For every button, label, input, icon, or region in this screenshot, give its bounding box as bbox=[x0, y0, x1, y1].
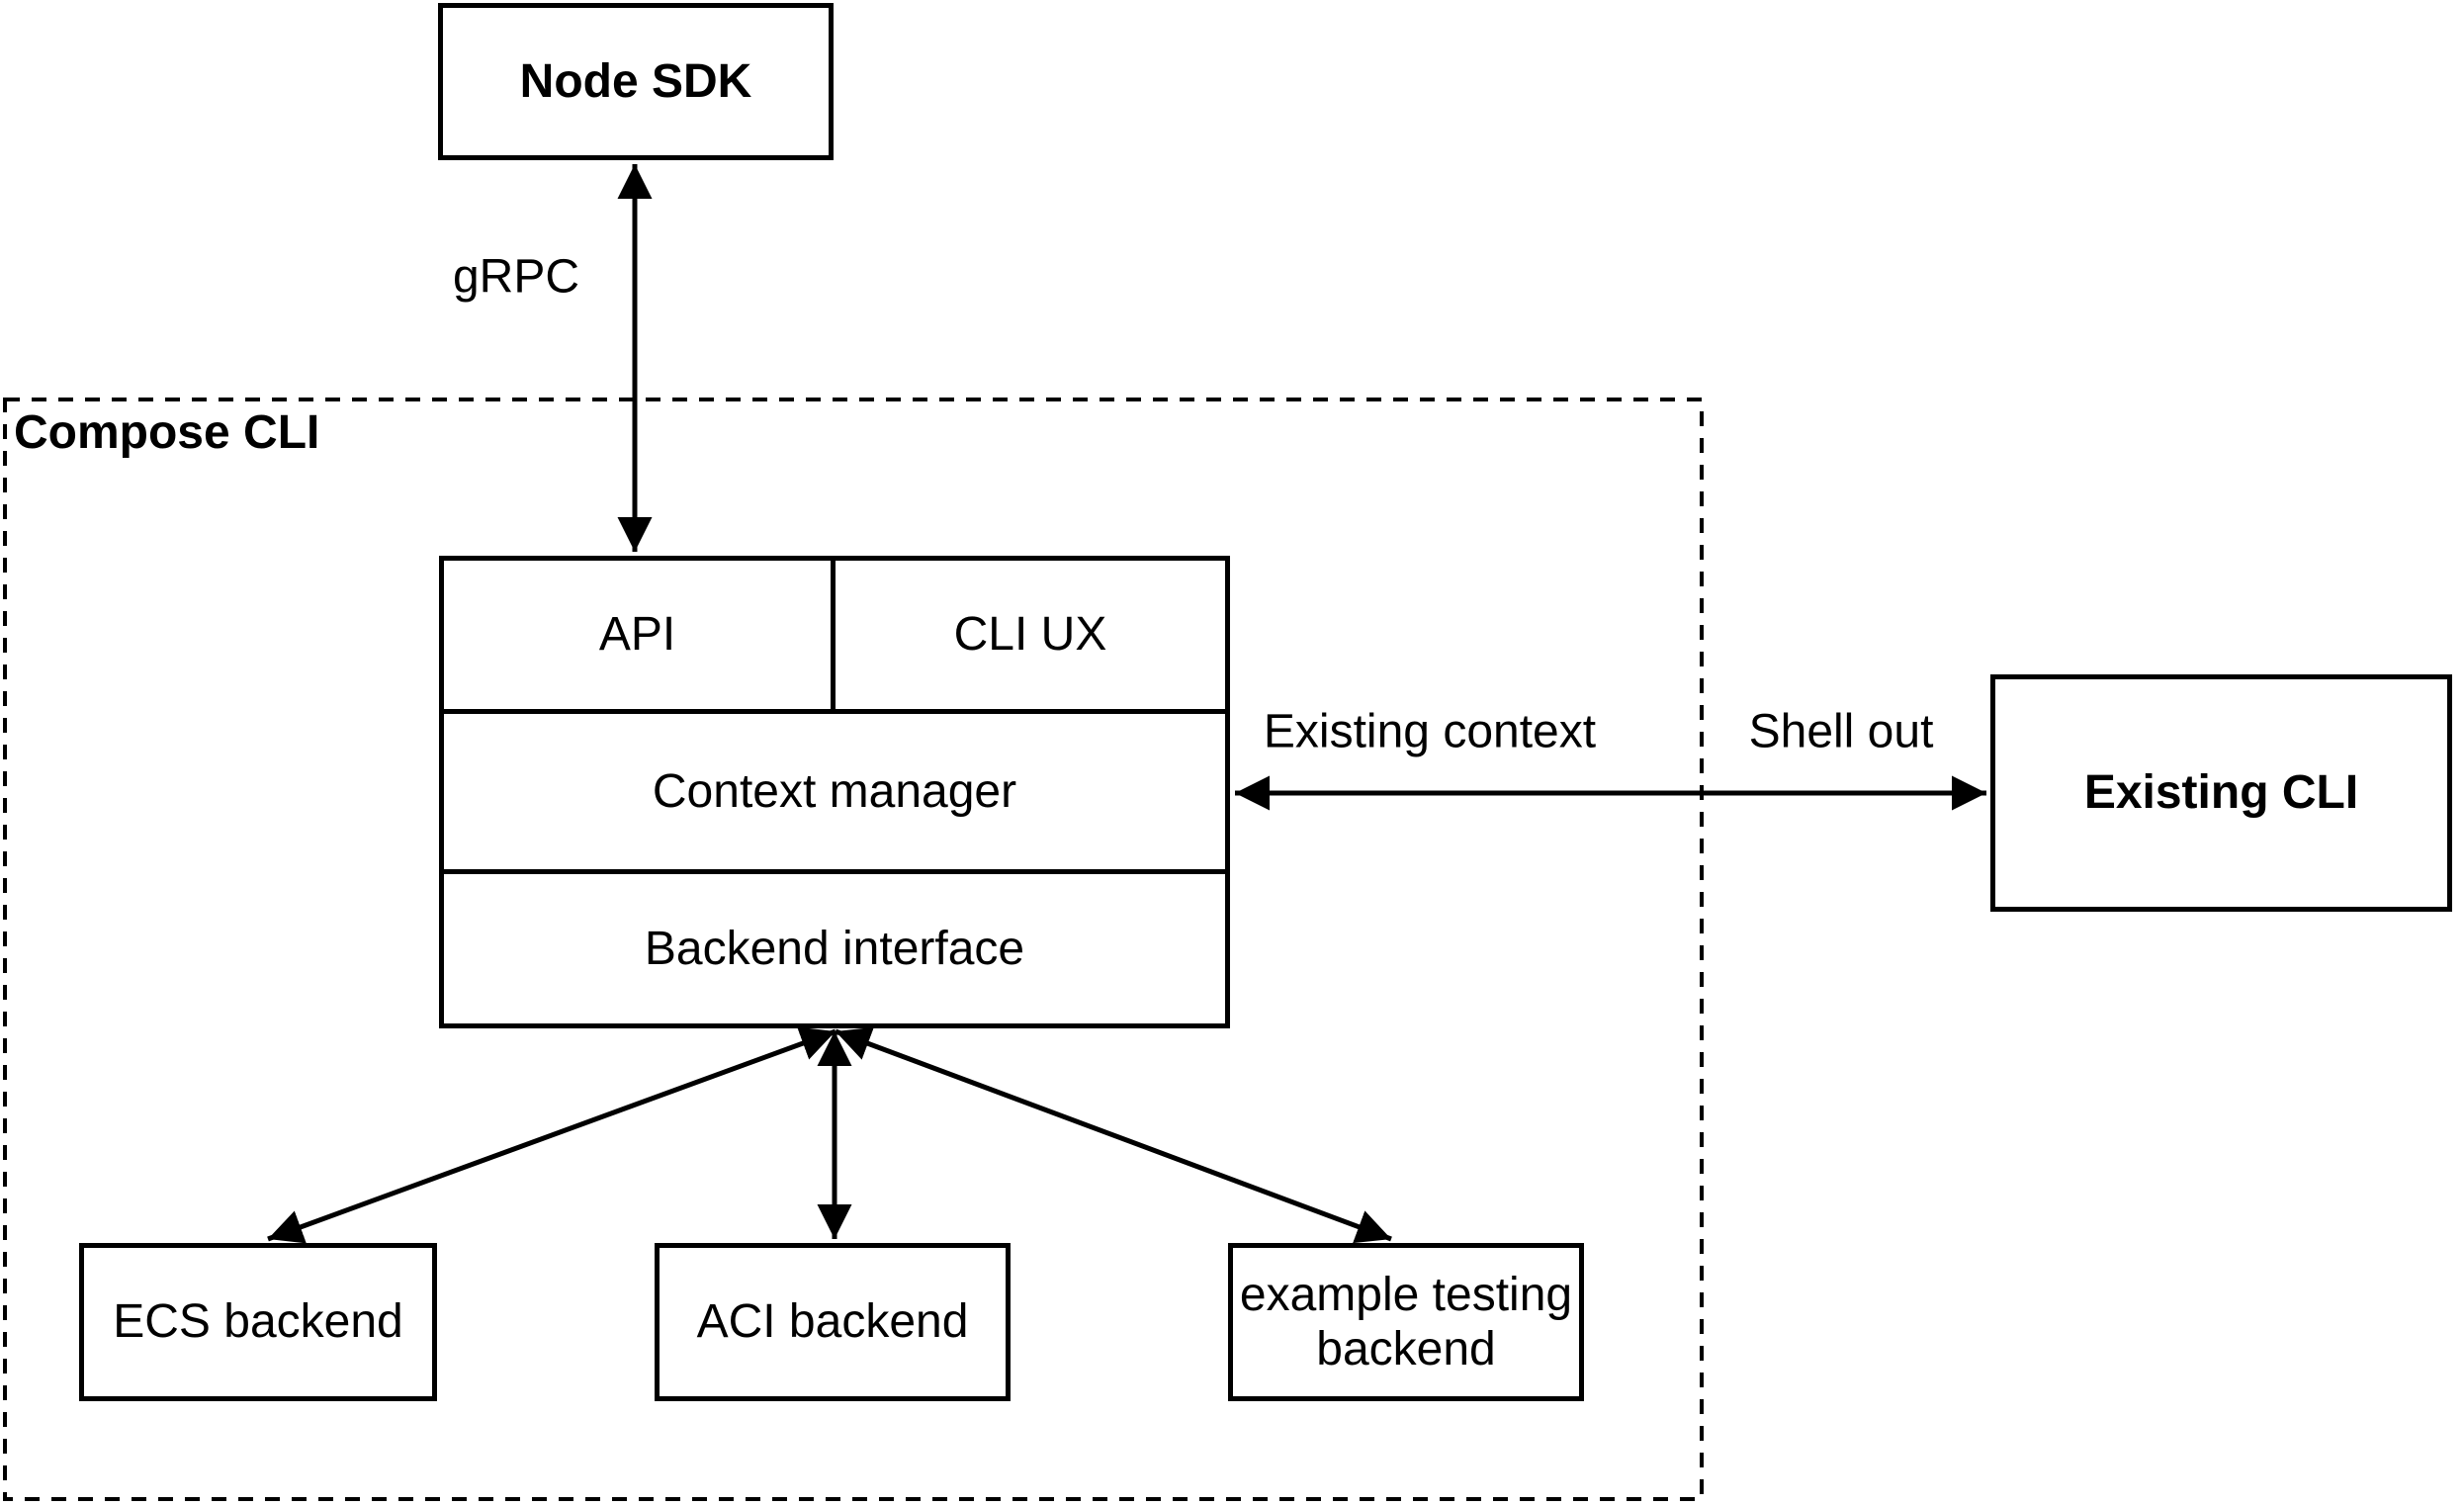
node-context-manager: Context manager bbox=[444, 714, 1225, 869]
connector-ecs-backend bbox=[267, 1026, 836, 1244]
stack-horizontal-divider-1 bbox=[444, 709, 1225, 714]
context-manager-label: Context manager bbox=[652, 764, 1017, 818]
node-example-testing-backend: example testing backend bbox=[1228, 1243, 1584, 1401]
backend-interface-label: Backend interface bbox=[644, 922, 1025, 975]
cli-ux-label: CLI UX bbox=[953, 608, 1107, 662]
node-ecs-backend: ECS backend bbox=[79, 1243, 437, 1401]
api-label: API bbox=[598, 608, 676, 662]
compose-cli-dashed-border bbox=[3, 398, 1704, 1501]
node-aci-backend: ACI backend bbox=[655, 1243, 1011, 1401]
edge-label-shell-out: Shell out bbox=[1748, 705, 1934, 758]
node-sdk-label: Node SDK bbox=[519, 54, 752, 108]
stack-vertical-divider bbox=[831, 561, 836, 709]
existing-cli-label: Existing CLI bbox=[2083, 766, 2359, 820]
node-node-sdk: Node SDK bbox=[438, 3, 834, 160]
example-testing-backend-label: example testing backend bbox=[1239, 1268, 1573, 1375]
compose-cli-container-label: Compose CLI bbox=[14, 406, 320, 459]
node-compose-cli-stack: API CLI UX Context manager Backend inter… bbox=[439, 556, 1230, 1028]
aci-backend-label: ACI backend bbox=[696, 1295, 969, 1349]
connector-example-backend bbox=[835, 1026, 1392, 1244]
node-cli-ux: CLI UX bbox=[836, 561, 1225, 709]
ecs-backend-label: ECS backend bbox=[113, 1295, 403, 1349]
node-backend-interface: Backend interface bbox=[444, 874, 1225, 1023]
stack-horizontal-divider-2 bbox=[444, 869, 1225, 874]
node-api: API bbox=[444, 561, 831, 709]
edge-label-grpc: gRPC bbox=[452, 250, 580, 304]
node-existing-cli: Existing CLI bbox=[1990, 674, 2452, 912]
edge-label-existing-context: Existing context bbox=[1263, 705, 1597, 758]
